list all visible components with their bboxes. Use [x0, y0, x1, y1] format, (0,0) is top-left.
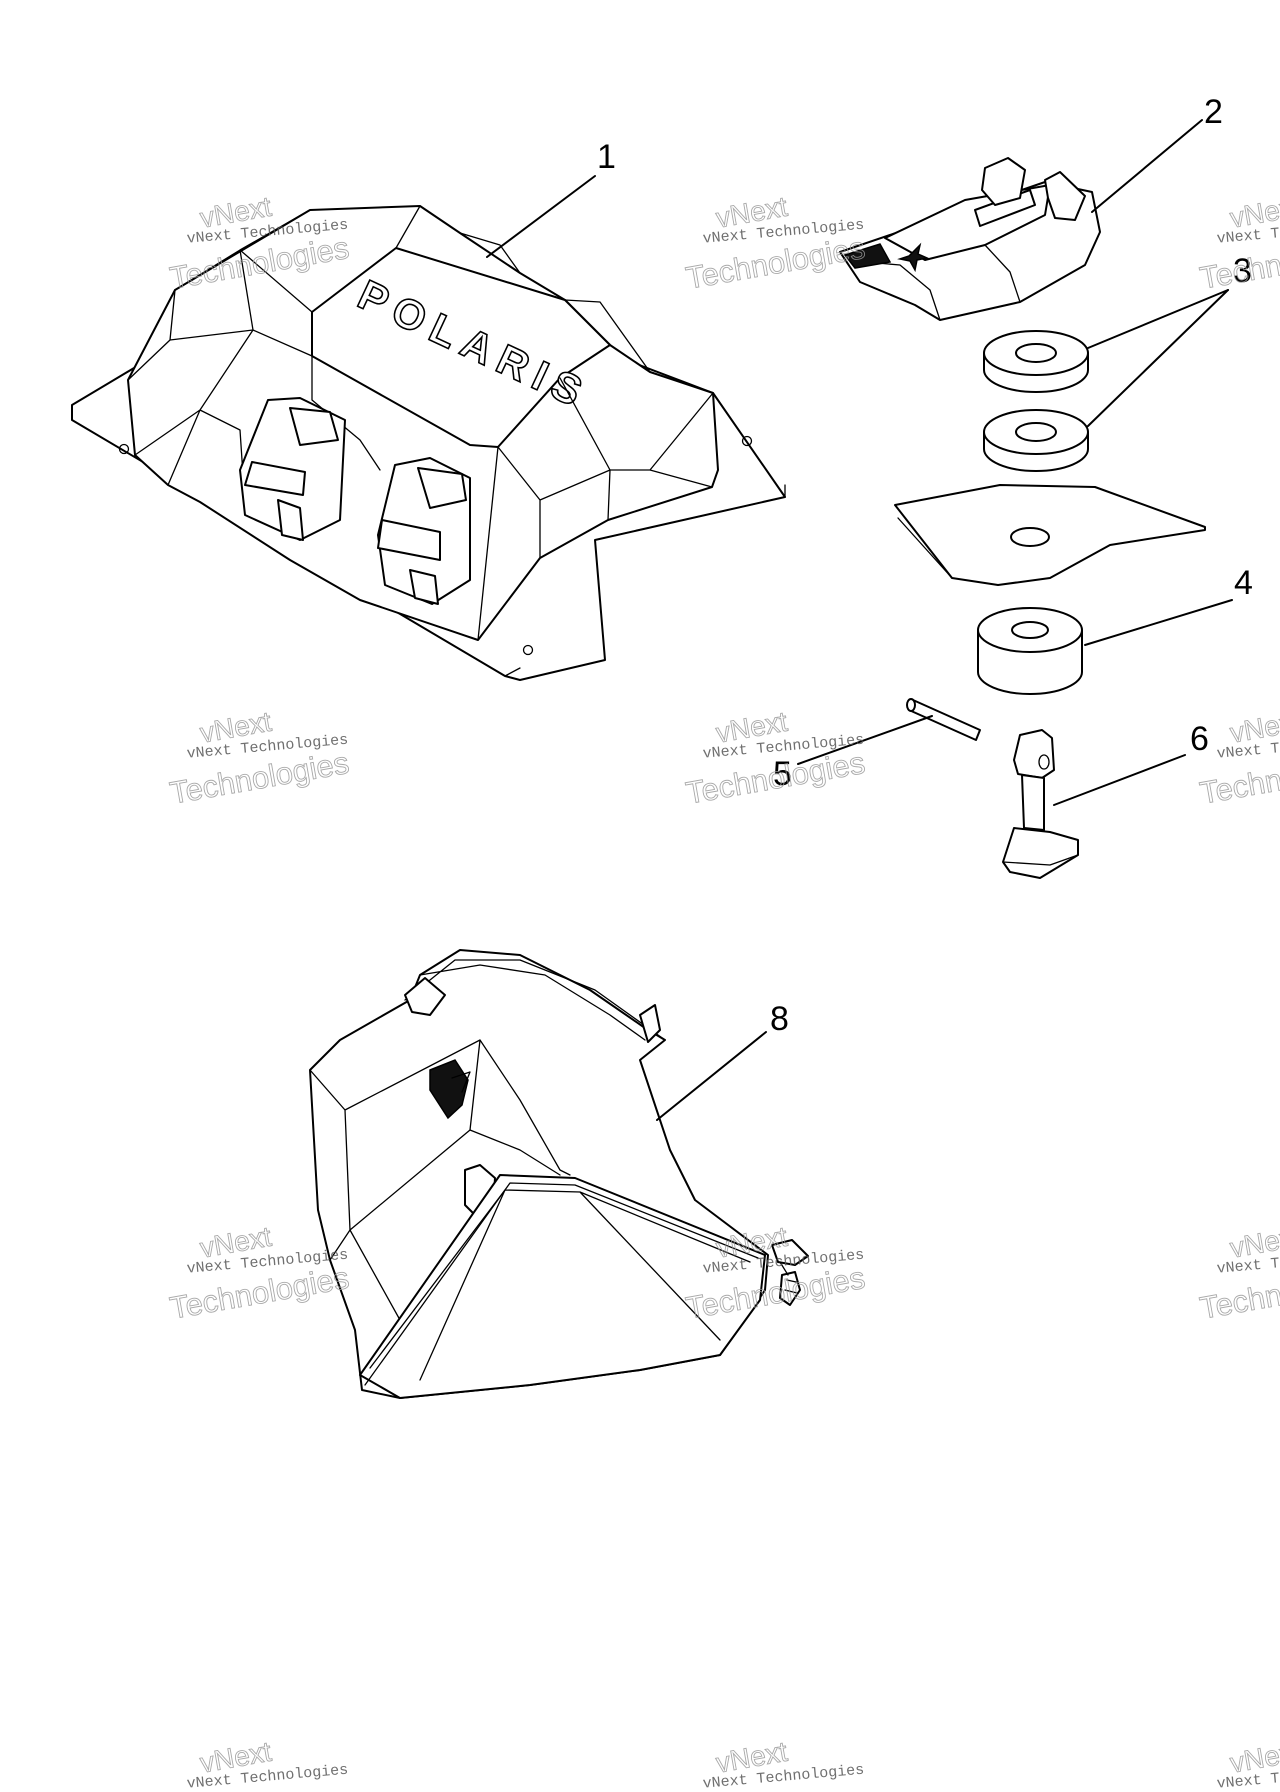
- part-5-pin: [906, 698, 981, 741]
- callout-8: 8: [770, 1000, 789, 1038]
- buckle-right: [377, 457, 471, 605]
- watermark: vNext vNext Technologies Technologies: [1197, 1220, 1280, 1326]
- buckle-left: [239, 397, 346, 541]
- watermark: vNext vNext Technologies Technologies: [167, 705, 352, 811]
- callout-leaders: [486, 119, 1233, 1121]
- zipper-pull: [771, 1239, 809, 1306]
- watermark: vNext vNext Technologies: [702, 1735, 865, 1792]
- leader-line-3b: [1087, 289, 1229, 427]
- leader-line-2: [1091, 119, 1203, 213]
- callout-6: 6: [1190, 720, 1209, 758]
- callout-4: 4: [1234, 564, 1253, 602]
- watermark: vNext vNext Technologies Technologies: [1197, 705, 1280, 811]
- leader-line-5: [797, 715, 933, 765]
- leader-line-6: [1053, 754, 1186, 806]
- part-1-storage-box: POLARIS: [71, 205, 786, 681]
- part-8-soft-bag: [309, 949, 809, 1399]
- watermark: vNext vNext Technologies: [1216, 1735, 1280, 1792]
- part-4-spacer: [977, 607, 1083, 695]
- callout-2: 2: [1204, 93, 1223, 131]
- leader-line-3a: [1087, 289, 1229, 349]
- leader-line-4: [1084, 599, 1233, 646]
- watermark: vNext vNext Technologies Technologies: [683, 190, 868, 296]
- leader-line-1: [486, 175, 596, 258]
- callout-5: 5: [773, 755, 792, 793]
- callout-3: 3: [1233, 252, 1252, 290]
- part-6-t-bolt: [1002, 729, 1079, 879]
- leader-line-8: [656, 1031, 767, 1121]
- part-2-mount-bracket: [839, 157, 1101, 321]
- part-3-washers: [894, 330, 1206, 586]
- callout-numbers: 1 2 3 4 5 6 8: [597, 93, 1253, 1038]
- watermark: vNext vNext Technologies: [186, 1735, 349, 1792]
- watermark: vNext vNext Technologies Technologies: [1197, 190, 1280, 296]
- callout-1: 1: [597, 138, 616, 176]
